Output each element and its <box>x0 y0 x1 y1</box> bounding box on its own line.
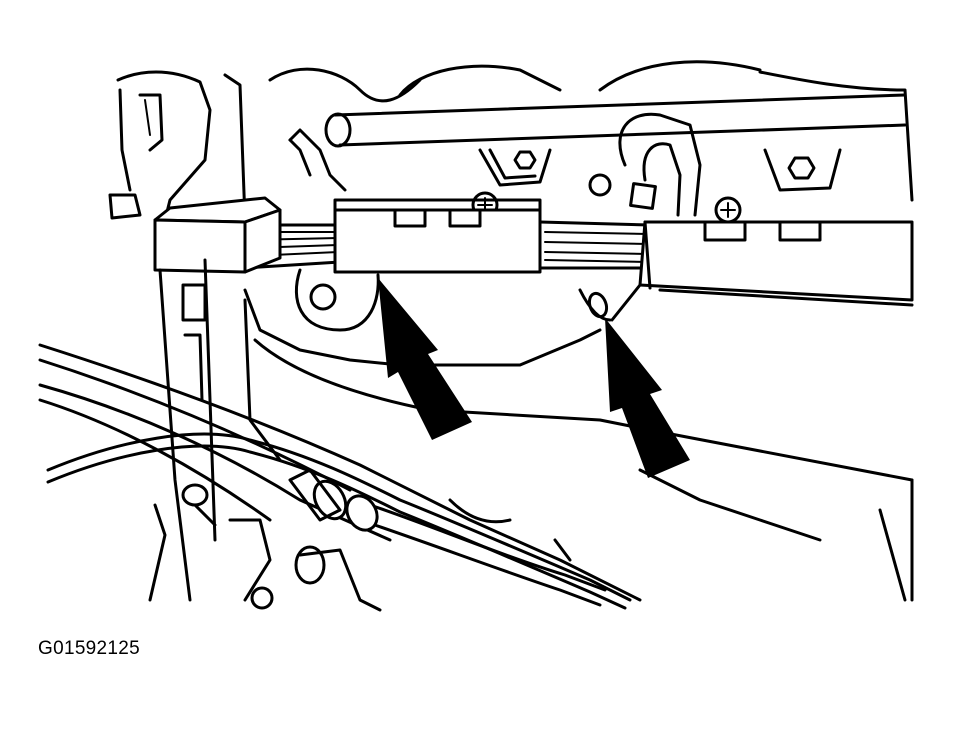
fuel-rail <box>324 93 907 217</box>
left-connector <box>153 196 282 274</box>
lower-engine-body <box>158 258 914 602</box>
right-connector <box>610 220 914 322</box>
lower-hoses-and-cables <box>38 343 822 612</box>
center-connector <box>333 198 542 274</box>
engine-background <box>108 60 914 242</box>
left-callout-arrow <box>378 278 472 440</box>
right-callout-arrow <box>605 318 690 478</box>
mounting-brackets <box>471 148 842 224</box>
figure-id-label: G01592125 <box>38 638 141 659</box>
